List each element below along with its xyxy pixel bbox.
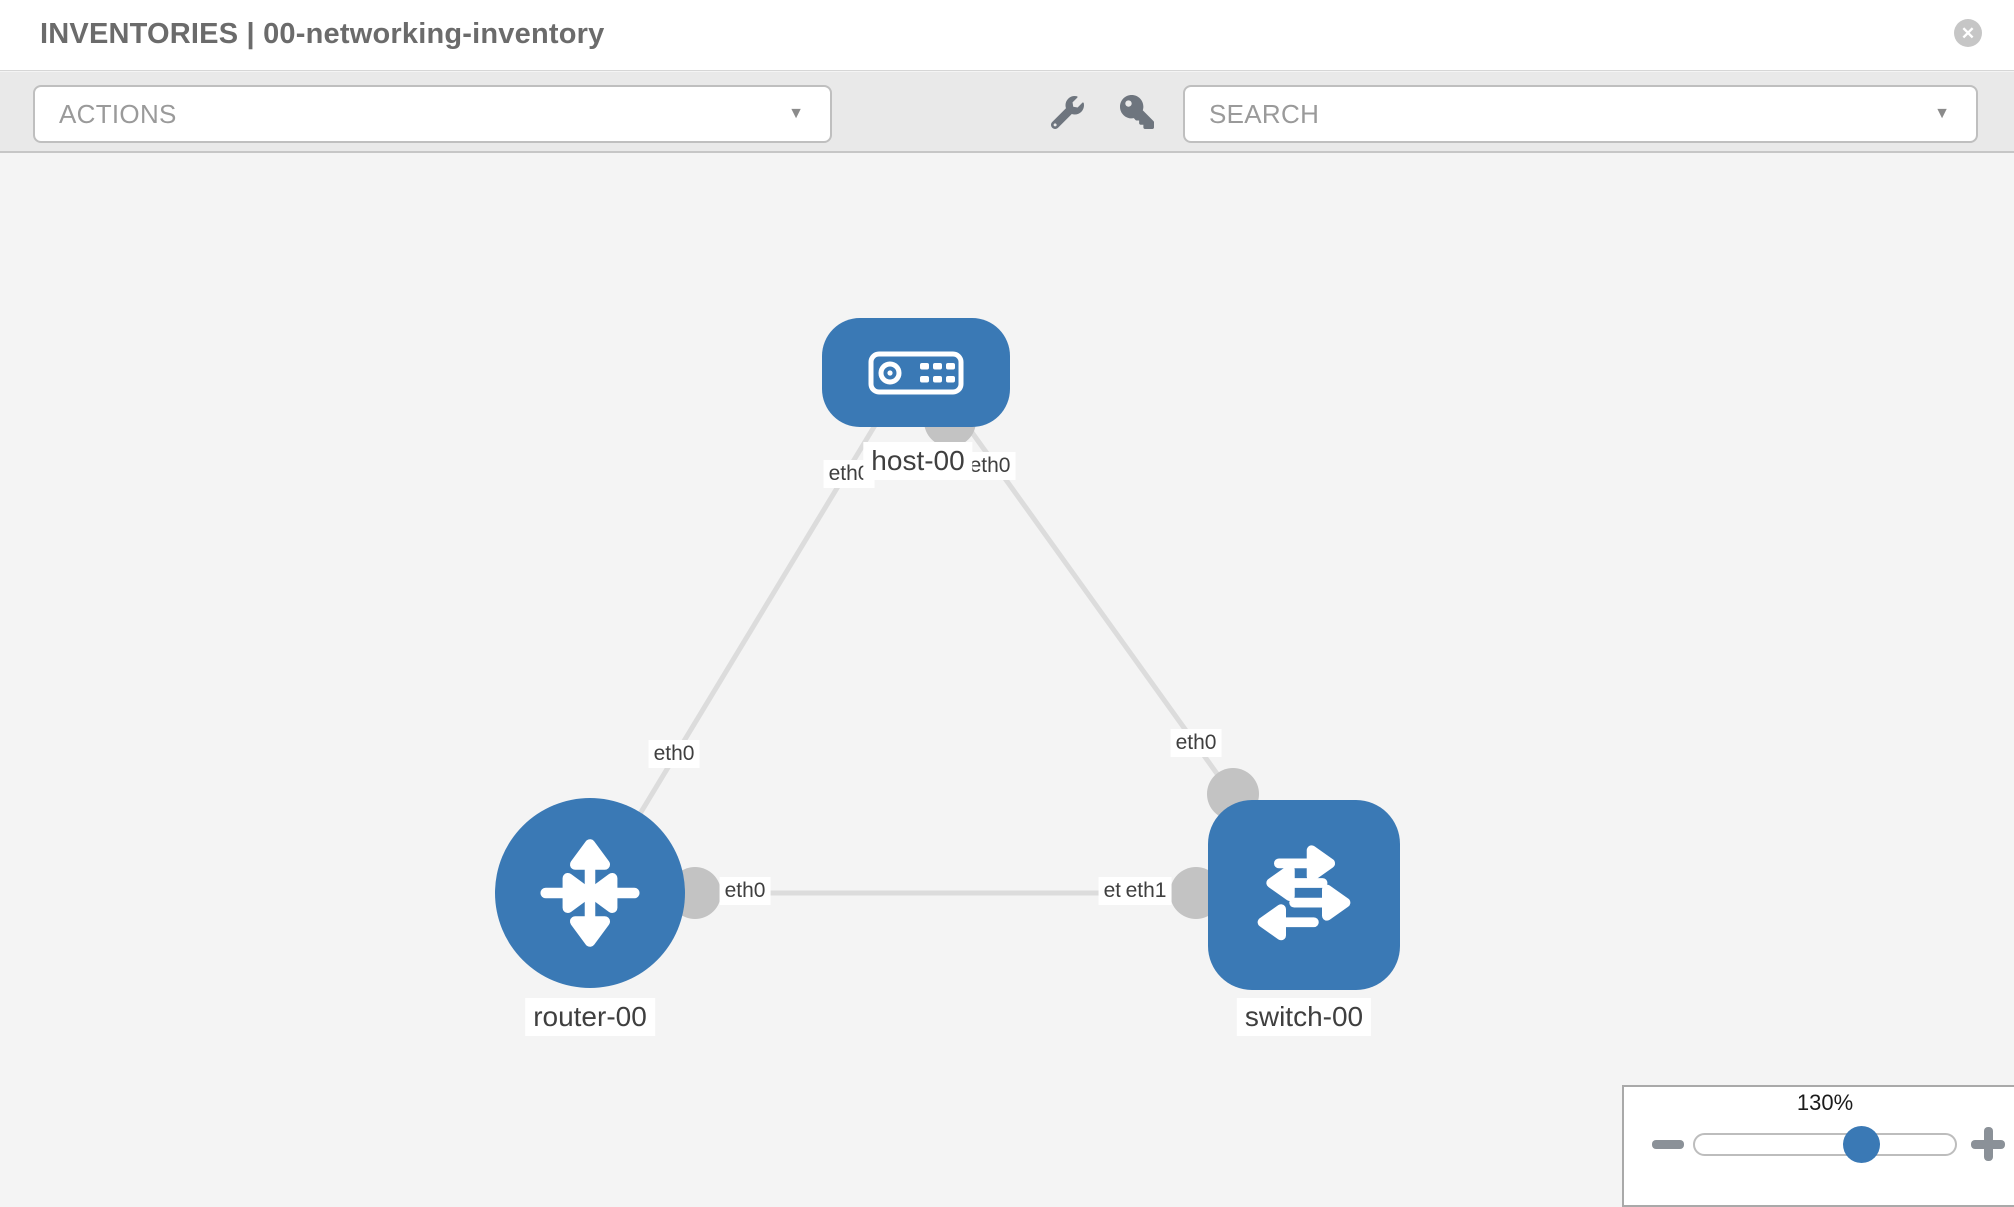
zoom-out-button[interactable] bbox=[1650, 1128, 1686, 1160]
node-label: host-00 bbox=[863, 442, 973, 480]
zoom-slider-thumb[interactable] bbox=[1843, 1126, 1881, 1163]
node-switch[interactable] bbox=[1208, 800, 1400, 990]
close-icon: ✕ bbox=[1954, 19, 1982, 47]
credentials-button[interactable] bbox=[1108, 83, 1166, 141]
search-dropdown-label: SEARCH bbox=[1209, 98, 1320, 129]
node-router[interactable] bbox=[495, 798, 685, 988]
wrench-icon bbox=[1050, 95, 1084, 129]
node-host[interactable] bbox=[822, 318, 1010, 427]
router-icon bbox=[540, 839, 640, 947]
node-label: switch-00 bbox=[1236, 998, 1372, 1036]
key-icon bbox=[1120, 95, 1154, 129]
interface-label: eth0 bbox=[719, 877, 771, 905]
topology-canvas[interactable]: host-00 router-00 switch-00 eth0 eth0 et… bbox=[0, 155, 2014, 1200]
interface-label: eth0 bbox=[964, 452, 1016, 480]
search-dropdown[interactable]: SEARCH ▼ bbox=[1183, 85, 1978, 143]
page-header: INVENTORIES | 00-networking-inventory ✕ bbox=[0, 0, 2014, 71]
node-label: router-00 bbox=[525, 998, 655, 1036]
chevron-down-icon: ▼ bbox=[788, 105, 804, 122]
zoom-slider[interactable] bbox=[1693, 1126, 1957, 1163]
zoom-level-label: 130% bbox=[1796, 1090, 1854, 1115]
host-icon bbox=[868, 351, 964, 394]
actions-dropdown-label: ACTIONS bbox=[59, 98, 177, 129]
chevron-down-icon: ▼ bbox=[1934, 105, 1950, 122]
actions-dropdown[interactable]: ACTIONS ▼ bbox=[33, 85, 832, 143]
interface-label: eth1 bbox=[1120, 877, 1172, 905]
interface-label: eth0 bbox=[1170, 729, 1222, 757]
close-button[interactable]: ✕ bbox=[1954, 19, 1982, 47]
interface-label: eth0 bbox=[648, 740, 700, 768]
configure-tools-button[interactable] bbox=[1038, 83, 1096, 141]
zoom-in-button[interactable] bbox=[1970, 1127, 2006, 1161]
plus-icon bbox=[1971, 1127, 2005, 1161]
minus-icon bbox=[1652, 1140, 1684, 1149]
page-title: INVENTORIES | 00-networking-inventory bbox=[40, 18, 605, 50]
switch-icon bbox=[1257, 845, 1351, 941]
toolbar: ACTIONS ▼ SEARCH ▼ bbox=[0, 72, 2014, 153]
links-layer bbox=[629, 395, 1259, 919]
